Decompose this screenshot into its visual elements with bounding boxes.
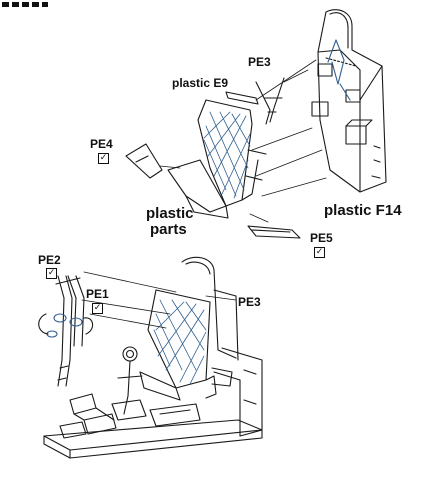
bulkhead-wiring xyxy=(327,39,351,101)
harness-guide-lines xyxy=(81,271,237,329)
pe5-checkbox: ✓ xyxy=(314,247,325,258)
label-pe4: PE4 xyxy=(90,137,113,151)
label-pe2: PE2 xyxy=(38,253,61,267)
pe2-buckles xyxy=(46,313,83,338)
pe2-harness xyxy=(55,275,85,387)
lower-seat xyxy=(139,289,233,401)
rear-bulkhead xyxy=(311,9,387,193)
label-pe3-top: PE3 xyxy=(248,55,271,69)
lower-rear-bulkhead xyxy=(181,256,239,361)
lower-seat-mesh xyxy=(153,299,207,385)
header-marks xyxy=(2,2,48,7)
pe1-loop xyxy=(38,313,94,335)
plastic-e9-rod xyxy=(225,91,259,105)
label-plastic-parts-line2: parts xyxy=(150,221,187,238)
pe3-upper-harness xyxy=(255,77,285,125)
label-pe5: PE5 xyxy=(310,231,333,245)
pe1-checkbox: ✓ xyxy=(92,303,103,314)
top-guide-lines xyxy=(159,59,327,223)
control-stick xyxy=(111,346,147,421)
pe4-checkbox: ✓ xyxy=(98,153,109,164)
floor-plate xyxy=(43,419,263,459)
rudder-pedals xyxy=(59,393,201,439)
label-pe1: PE1 xyxy=(86,287,109,301)
seat-mesh xyxy=(203,111,251,199)
label-pe3-bottom: PE3 xyxy=(238,295,261,309)
label-plastic-parts-line1: plastic xyxy=(146,205,194,222)
cockpit-side-panel xyxy=(213,347,263,437)
pe5-plate xyxy=(247,225,301,239)
label-plastic-e9: plastic E9 xyxy=(172,76,229,90)
pe2-checkbox: ✓ xyxy=(46,268,57,279)
label-plastic-f14: plastic F14 xyxy=(324,202,402,219)
pe4-lever xyxy=(125,143,163,179)
seat-bucket xyxy=(167,99,267,219)
